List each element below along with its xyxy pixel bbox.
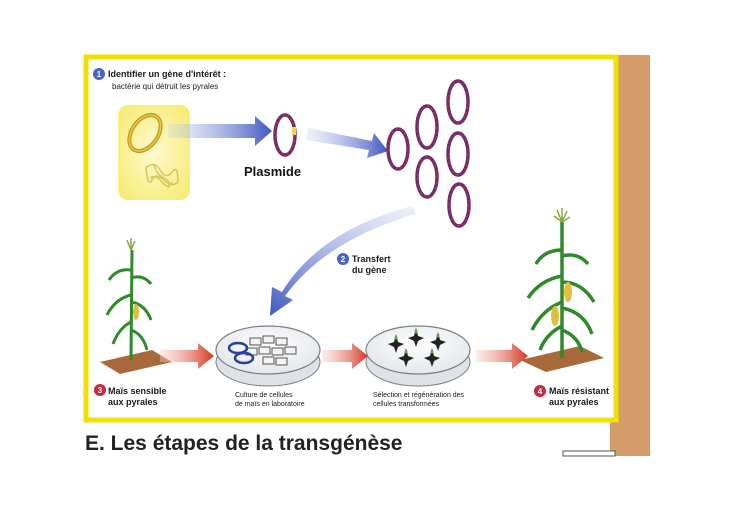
bacterium-plasmid-icon [127,112,163,154]
page-tab-box [562,450,616,457]
petri-dish-culture [215,325,321,387]
step-3-line2: aux pyrales [108,397,158,407]
step-2-line2: du gène [352,265,387,275]
plasmid-cluster [386,79,471,228]
svg-text:1: 1 [97,70,102,79]
plasmid-copy [446,79,470,125]
arrow-gene-transfer [270,206,416,316]
step-3-line1: Maïs sensible [108,386,167,396]
petri-dish-selection [365,325,471,387]
selection-caption: Sélection et régénération des cellules t… [373,391,464,409]
caption-letter: E. [85,432,105,455]
plasmid-copy [415,104,439,150]
culture-caption: Culture de cellules de maïs en laboratoi… [235,391,305,409]
plasmid-copy [446,131,470,177]
culture-line2: de maïs en laboratoire [235,401,305,408]
corn-plant-sensitive [100,238,172,374]
plasmid [273,113,297,157]
culture-line1: Culture de cellules [235,392,293,399]
step-1-subtitle: bactérie qui détruit les pyrales [112,82,219,91]
step-1-title: Identifier un gène d'intérêt : [108,69,227,79]
arrow-to-culture [160,343,214,369]
step-3-label: Maïs sensible aux pyrales [108,386,167,408]
svg-text:2: 2 [341,255,346,264]
arrow-to-plasmids [306,128,388,158]
plasmid-copy [386,127,410,171]
selection-line2: cellules transformées [373,401,440,408]
arrow-to-plasmid [168,116,272,146]
selection-line1: Sélection et régénération des [373,392,465,399]
step-4-badge: 4 [534,385,546,397]
plasmid-copy [447,182,471,228]
step-1-badge: 1 [93,68,105,80]
step-4-line1: Maïs résistant [549,386,610,396]
plasmid-copy [415,155,439,199]
step-4-line2: aux pyrales [549,397,599,407]
svg-text:3: 3 [98,386,103,395]
step-2-badge: 2 [337,253,349,265]
corn-plant-resistant [520,208,604,372]
step-4-label: Maïs résistant aux pyrales [549,386,609,408]
step-2-label: Transfert du gène [352,254,391,276]
step-2-line1: Transfert [352,254,391,264]
bacterium-glow [118,105,190,200]
figure-caption: E. Les étapes de la transgénèse [85,432,402,456]
plasmide-label: Plasmide [244,164,302,179]
caption-text: Les étapes de la transgénèse [104,432,403,455]
step-3-badge: 3 [94,384,106,396]
svg-text:4: 4 [538,387,543,396]
arrow-to-resistant [476,343,528,369]
arrow-to-selection [322,343,368,369]
bacterium-dna-icon [145,163,179,189]
